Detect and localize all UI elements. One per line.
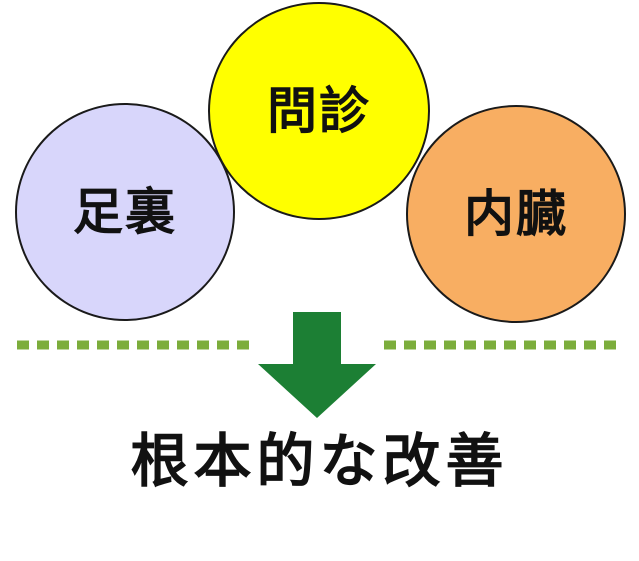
circle-interview: 問診 bbox=[208, 2, 430, 220]
divider-left bbox=[17, 340, 257, 350]
circle-sole: 足裏 bbox=[15, 103, 235, 321]
circle-sole-label: 足裏 bbox=[73, 183, 177, 241]
circle-organs: 内臓 bbox=[406, 105, 626, 323]
arrow-down-icon bbox=[258, 312, 376, 418]
divider-right bbox=[384, 340, 624, 350]
circle-organs-label: 内臓 bbox=[464, 185, 568, 243]
result-text: 根本的な改善 bbox=[130, 427, 509, 495]
circle-interview-label: 問診 bbox=[267, 82, 371, 140]
